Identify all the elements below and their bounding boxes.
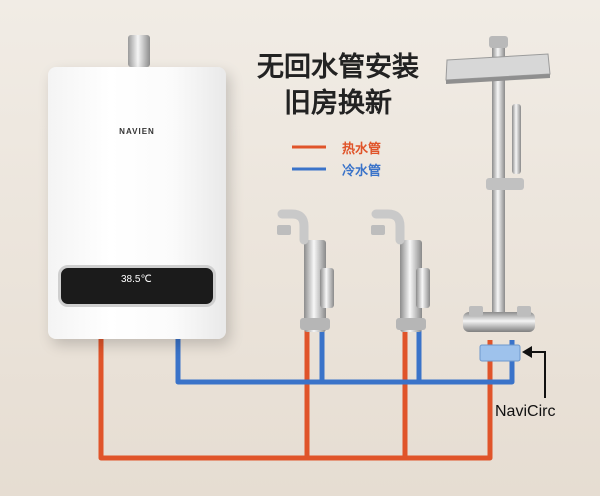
heater-brand-logo: NAVIEN — [119, 127, 155, 136]
legend-cold-label: 冷水管 — [342, 164, 382, 179]
headline-line-2: 旧房换新 — [284, 88, 392, 119]
water-heater: NAVIEN 38.5℃ — [48, 67, 226, 339]
flue-pipe — [128, 35, 150, 67]
control-panel: 38.5℃ — [58, 265, 216, 307]
navicirc-label: NaviCirc — [495, 403, 556, 420]
shower-column — [445, 36, 551, 332]
hot-water-pipe — [98, 338, 493, 461]
faucet-right — [371, 209, 430, 332]
temperature-display: 38.5℃ — [121, 274, 152, 285]
legend-hot-label: 热水管 — [342, 142, 382, 157]
faucet-left — [277, 209, 334, 332]
headline-line-1: 无回水管安装 — [257, 52, 419, 83]
callout-arrow — [527, 351, 546, 398]
navicirc-valve — [479, 344, 521, 362]
